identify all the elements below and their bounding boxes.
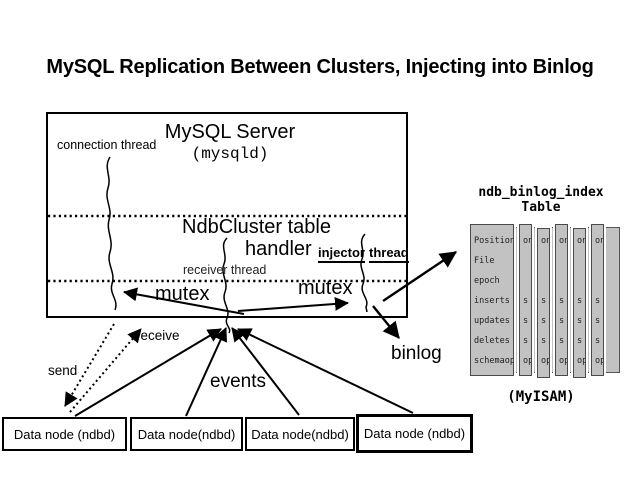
record-cell: ops [559,356,567,366]
record-cell: s [577,316,583,326]
injector-thread-label-word2: thread [369,245,409,263]
table-row-label: inserts [474,296,510,306]
data-node-label: Data node (ndbd) [363,426,466,441]
events-label: events [210,371,266,392]
connection-thread-label: connection thread [57,138,157,152]
record-cell [556,271,567,291]
binlog-label: binlog [391,343,442,364]
data-node-box-2: Data node(ndbd) [130,417,243,451]
record-cell [574,271,585,291]
table-row-label: deletes [474,336,510,346]
record-cell: s [523,316,529,326]
record-cell: s [577,296,583,306]
record-cell [520,271,531,291]
record-cell [592,271,603,291]
record-column-2: on s s s ops [535,226,552,380]
record-cell: ops [577,356,585,366]
injector-thread-label-word1: injector [318,245,365,263]
data-node-box-1: Data node (ndbd) [2,417,127,451]
data-node-label: Data node (ndbd) [13,426,116,442]
data-node-box-3: Data node(ndbd) [245,417,355,451]
record-column-4: on s s s ops [571,226,588,380]
record-cell: s [523,296,529,306]
server-title: MySQL Server [164,121,296,143]
record-cell: s [541,316,547,326]
binlog-index-table: Position File epoch inserts updates dele… [466,220,624,386]
data-node-label: Data node(ndbd) [137,426,236,442]
binlog-index-title: ndb_binlog_index Table [461,185,621,215]
table-row-label: File [474,256,495,266]
record-cell: on [559,236,567,246]
record-cell [574,251,585,271]
mutex-left-label: mutex [155,283,210,305]
record-cell: on [523,236,531,246]
record-cell [520,251,531,271]
table-row-label: Position [474,236,514,246]
record-cell: s [595,316,601,326]
record-cell: on [577,236,585,246]
ndbcluster-handler-label-line2: handler [245,238,312,260]
table-row-label: epoch [474,276,500,286]
record-column-1: on s s s ops [517,222,534,378]
page-title: MySQL Replication Between Clusters, Inje… [46,56,594,78]
record-cell [538,271,549,291]
record-cell [592,251,603,271]
record-cell: ops [541,356,549,366]
table-row-label: updates [474,316,510,326]
binlog-index-title-line2: Table [521,200,561,215]
binlog-index-label-column: Position File epoch inserts updates dele… [468,222,516,378]
receive-label: receive [136,328,180,343]
record-column-5: on s s s ops [589,222,606,378]
record-cell: s [523,336,529,346]
record-cell [538,251,549,271]
record-cell: ops [523,356,531,366]
ndbcluster-handler-label-line1: NdbCluster table [182,216,331,238]
record-cell [556,251,567,271]
record-cell: s [559,336,565,346]
record-cell: s [541,296,547,306]
table-row-label: schemaops [474,356,513,366]
mutex-right-label: mutex [298,277,353,299]
data-node-box-4: Data node (ndbd) [356,414,473,453]
record-cell: on [541,236,549,246]
myisam-label: (MyISAM) [507,389,575,405]
record-cell: s [595,336,601,346]
receive-arrow [69,328,142,413]
record-cell: s [559,316,565,326]
server-subtitle: (mysqld) [191,145,269,163]
binlog-index-title-line1: ndb_binlog_index [478,185,604,200]
record-cell: s [577,336,583,346]
data-node-label: Data node(ndbd) [251,426,349,442]
record-cell: on [595,236,603,246]
receiver-thread-label: receiver thread [183,263,267,277]
send-label: send [48,363,78,378]
record-cell: s [541,336,547,346]
record-column-3: on s s s ops [553,222,570,378]
record-cell: s [559,296,565,306]
record-cell: ops [595,356,603,366]
record-cell: s [595,296,601,306]
